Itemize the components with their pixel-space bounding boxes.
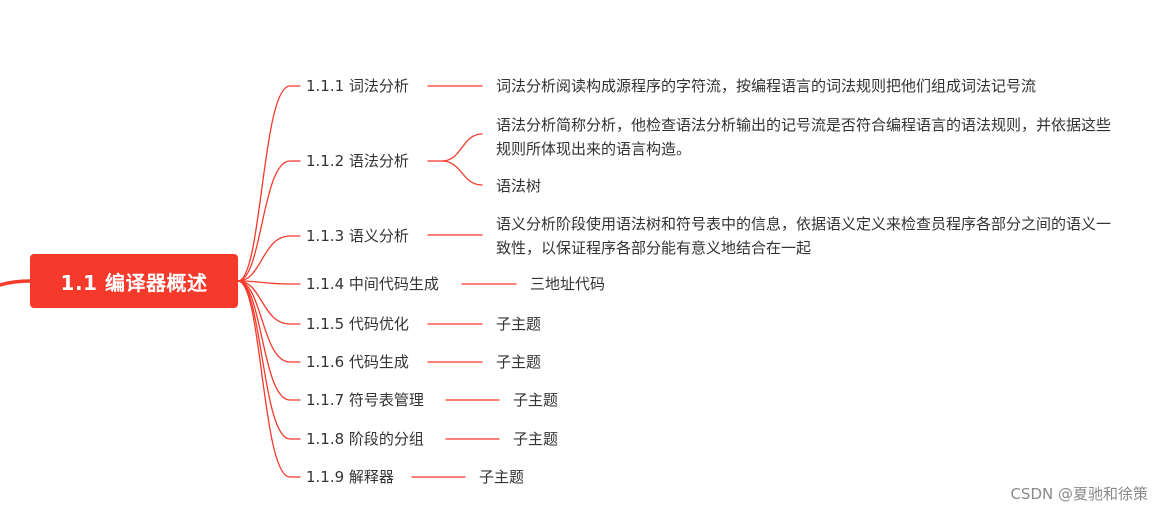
leaf-node-9-1[interactable]: 子主题 bbox=[479, 468, 525, 486]
branch-node-2[interactable]: 1.1.2 语法分析 bbox=[306, 152, 409, 170]
root-node[interactable]: 1.1 编译器概述 bbox=[30, 254, 238, 308]
connector-branch-8 bbox=[237, 280, 301, 440]
branch-node-5[interactable]: 1.1.5 代码优化 bbox=[306, 315, 409, 333]
incoming-connector bbox=[0, 279, 32, 287]
branch-node-4[interactable]: 1.1.4 中间代码生成 bbox=[306, 275, 439, 293]
leaf-node-4-1[interactable]: 三地址代码 bbox=[530, 275, 606, 293]
connector-branch-3 bbox=[237, 235, 301, 282]
leaf-node-2-1[interactable]: 语法分析简称分析，他检查语法分析输出的记号流是否符合编程语言的语法规则，并依据这… bbox=[496, 116, 1112, 158]
connector-branch-9 bbox=[237, 280, 301, 478]
connector-branch-2 bbox=[237, 160, 301, 282]
leaf-node-6-1[interactable]: 子主题 bbox=[496, 353, 542, 371]
leaf-node-8-1[interactable]: 子主题 bbox=[513, 430, 559, 448]
leaf-node-2-2[interactable]: 语法树 bbox=[496, 177, 542, 195]
connector-branch-1 bbox=[237, 85, 301, 282]
leaf-node-3-1[interactable]: 语义分析阶段使用语法树和符号表中的信息，依据语义定义来检查员程序各部分之间的语义… bbox=[496, 215, 1112, 257]
connector-leaf-2-2 bbox=[441, 160, 483, 186]
branch-node-7[interactable]: 1.1.7 符号表管理 bbox=[306, 391, 424, 409]
connector-branch-7 bbox=[237, 280, 301, 401]
branch-node-6[interactable]: 1.1.6 代码生成 bbox=[306, 353, 409, 371]
connector-leaf-2-1 bbox=[427, 133, 483, 162]
connector-branch-6 bbox=[237, 280, 301, 363]
watermark: CSDN @夏驰和徐策 bbox=[1010, 485, 1148, 503]
leaf-node-7-1[interactable]: 子主题 bbox=[513, 391, 559, 409]
leaf-node-1-1[interactable]: 词法分析阅读构成源程序的字符流，按编程语言的词法规则把他们组成词法记号流 bbox=[496, 77, 1037, 95]
branch-node-3[interactable]: 1.1.3 语义分析 bbox=[306, 227, 409, 245]
connector-branch-5 bbox=[237, 280, 301, 325]
connector-branch-4 bbox=[237, 280, 301, 285]
branch-node-8[interactable]: 1.1.8 阶段的分组 bbox=[306, 430, 424, 448]
branch-node-9[interactable]: 1.1.9 解释器 bbox=[306, 468, 394, 486]
branch-node-1[interactable]: 1.1.1 词法分析 bbox=[306, 77, 409, 95]
leaf-node-5-1[interactable]: 子主题 bbox=[496, 315, 542, 333]
